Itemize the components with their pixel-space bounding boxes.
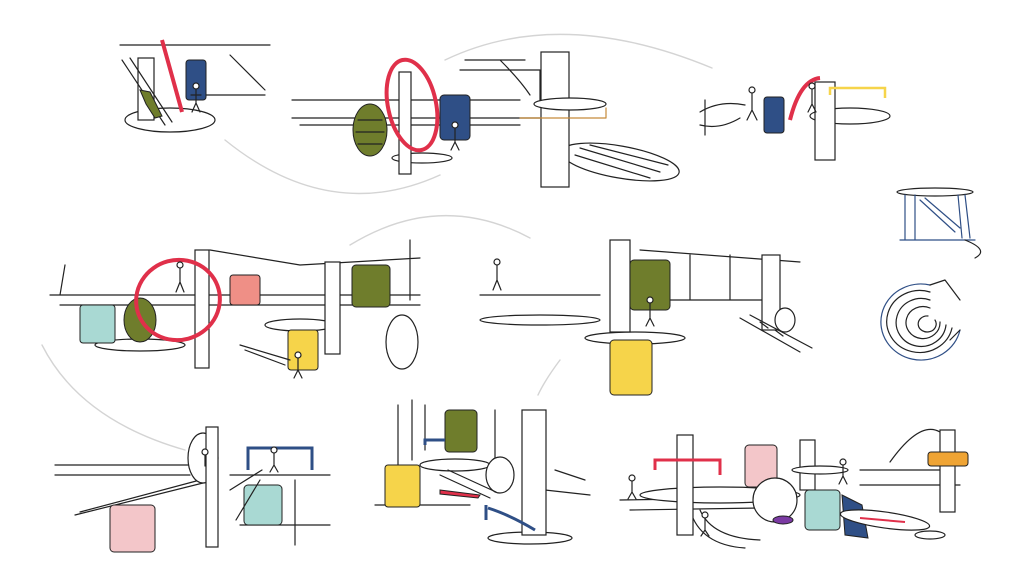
sketch-vignette-4	[49, 239, 421, 379]
person-icon	[627, 474, 637, 500]
person-icon	[190, 82, 202, 113]
sketch-vignette-8	[619, 428, 969, 549]
sketch-vignette-6	[54, 426, 331, 553]
person-icon	[746, 86, 758, 121]
person-icon	[492, 258, 502, 291]
person-icon	[293, 351, 303, 379]
sketch-vignette-3	[699, 76, 891, 161]
sketch-vignette-1	[119, 39, 271, 133]
person-icon	[645, 296, 655, 327]
sketch-vignette-2	[291, 51, 680, 188]
sketch-vignette-5	[479, 239, 813, 396]
person-icon	[269, 446, 279, 473]
sketch-vignette-7	[374, 399, 591, 545]
person-icon	[700, 511, 710, 537]
flow-arrows	[41, 33, 713, 451]
stair-detail-sketch	[896, 187, 982, 259]
person-icon	[838, 458, 848, 485]
person-icon	[450, 121, 460, 151]
spiral-plan-sketch	[880, 279, 961, 361]
person-icon	[807, 82, 817, 113]
person-icon	[201, 448, 209, 467]
person-icon	[175, 261, 185, 293]
